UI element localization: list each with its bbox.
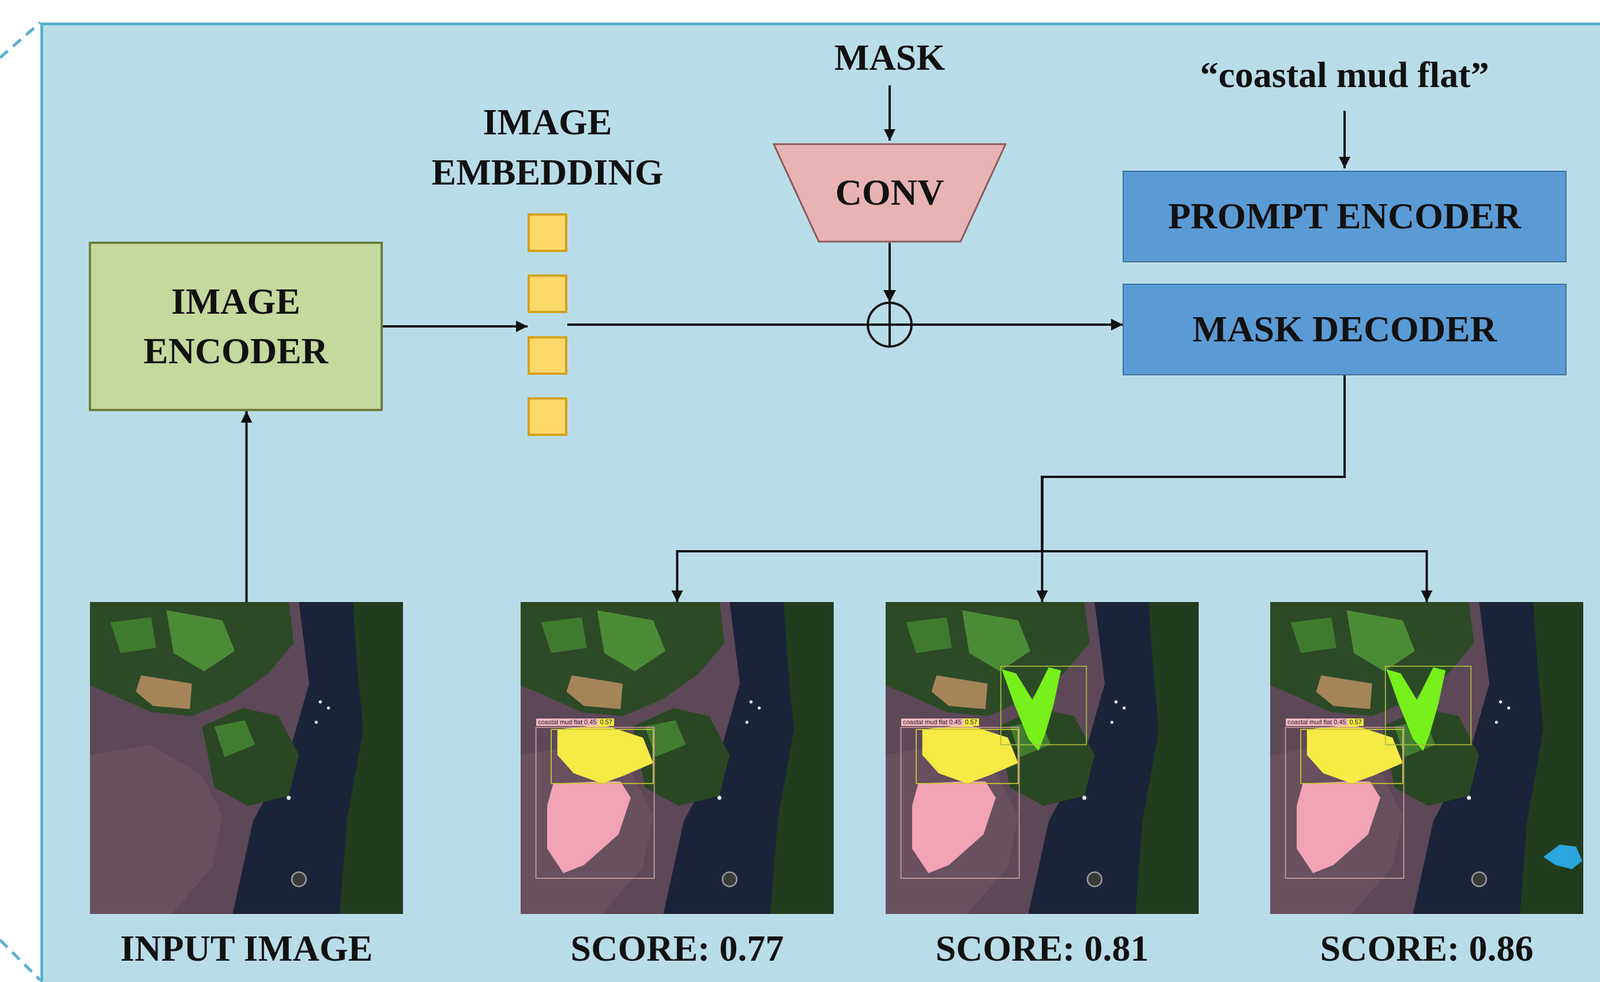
drawing-part <box>520 601 834 914</box>
caption-group: SCORE: 0.81 <box>868 927 1216 970</box>
node-heading: IMAGE EMBEDDING <box>412 97 684 198</box>
detection-tag-row: coastal mud flat 0.450.57 <box>1285 718 1364 726</box>
encoder-box: PROMPT ENCODER <box>1122 170 1567 263</box>
caption-group: SCORE: 0.86 <box>1252 927 1600 970</box>
detection-tag: 0.57 <box>598 718 615 726</box>
text-group: CONV <box>835 167 944 218</box>
dashed-border <box>0 22 41 58</box>
embedding-stack: IMAGE EMBEDDING <box>527 213 568 436</box>
conv-trapezoid: CONV <box>772 142 1007 243</box>
detection-tag: 0.57 <box>1348 718 1364 726</box>
drawing-part <box>536 724 655 879</box>
image-frame: INPUT IMAGE <box>89 601 404 915</box>
embedding-cell <box>527 336 568 375</box>
drawing-part <box>901 724 1020 879</box>
detection-tag: coastal mud flat 0.45 <box>901 718 964 726</box>
caption-group: INPUT IMAGE <box>72 927 421 970</box>
node-label: PROMPT ENCODER <box>1168 191 1522 242</box>
dashed-border <box>0 939 41 981</box>
image-frame: SCORE: 0.86coastal mud flat 0.450.57 <box>1270 601 1584 915</box>
input-label: “coastal mud flat” <box>1085 53 1600 98</box>
image-caption: SCORE: 0.77 <box>503 927 852 970</box>
input-arrow <box>1343 110 1346 169</box>
detection-tag-row: coastal mud flat 0.450.57 <box>901 718 980 726</box>
drawing-part <box>89 601 404 914</box>
detection-tag-row: coastal mud flat 0.450.57 <box>536 718 615 726</box>
embedding-cell <box>527 397 568 436</box>
input-label: MASK <box>774 35 1005 81</box>
output-image <box>520 601 834 914</box>
detection-tag: coastal mud flat 0.45 <box>536 718 599 726</box>
text-group: IMAGE ENCODER <box>114 276 357 377</box>
trapezoid-shape <box>773 144 1006 242</box>
drawing-part <box>1543 844 1583 869</box>
caption-group: SCORE: 0.77 <box>503 927 852 970</box>
decoder-box: MASK DECODER <box>1122 283 1567 376</box>
connector-arrow <box>889 242 1123 325</box>
embedding-cell <box>527 213 568 252</box>
image-caption: SCORE: 0.81 <box>868 927 1216 970</box>
embedding-cell <box>527 274 568 314</box>
connector-arrow <box>1042 375 1346 602</box>
node-label: IMAGE ENCODER <box>114 276 357 377</box>
drawing-part <box>1285 724 1404 879</box>
image-frame: SCORE: 0.81coastal mud flat 0.450.57 <box>885 601 1199 915</box>
output-image <box>885 601 1199 914</box>
node-label: CONV <box>835 167 944 218</box>
detection-tag: 0.57 <box>963 718 980 726</box>
text-group: PROMPT ENCODER <box>1168 191 1522 242</box>
drawing-part <box>885 601 1199 914</box>
connector-arrow <box>677 375 1346 602</box>
image-frame: SCORE: 0.77coastal mud flat 0.450.57 <box>520 601 834 915</box>
image-caption: INPUT IMAGE <box>72 927 421 970</box>
heading-group: IMAGE EMBEDDING <box>412 97 684 198</box>
node-label: MASK DECODER <box>1192 304 1497 355</box>
connector-arrow <box>1042 375 1428 602</box>
process-box: IMAGE ENCODER <box>88 241 383 412</box>
connector-arrow <box>382 325 528 328</box>
input-arrow <box>888 85 891 141</box>
drawing-part <box>1385 665 1472 751</box>
input-image <box>89 601 404 914</box>
connector-arrow <box>245 411 248 602</box>
text-group: MASK DECODER <box>1192 304 1497 355</box>
image-caption: SCORE: 0.86 <box>1252 927 1600 970</box>
drawing-part <box>1270 601 1584 914</box>
detection-tag: coastal mud flat 0.45 <box>1285 718 1349 726</box>
output-image <box>1270 601 1584 914</box>
drawing-part <box>1000 665 1087 751</box>
